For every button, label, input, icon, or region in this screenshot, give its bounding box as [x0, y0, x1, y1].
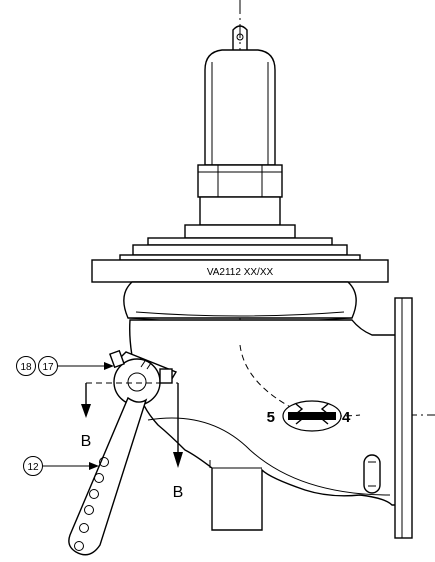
- section-marker-right: B: [173, 484, 184, 501]
- callout-18-label: 18: [20, 362, 32, 373]
- callout-18: 18: [16, 356, 36, 376]
- callout-17: 17: [38, 356, 58, 376]
- section-line-bb: [81, 382, 183, 468]
- logo-left-number: 5: [267, 409, 275, 426]
- nameplate-label: VA2112 XX/XX: [207, 267, 274, 278]
- actuator-housing: [204, 49, 276, 166]
- outlet-flange: [394, 297, 413, 539]
- bonnet-neck: [184, 196, 296, 239]
- logo-badge: KNAPPCO 5 4: [267, 400, 351, 432]
- logo-band: [288, 412, 336, 420]
- logo-right-number: 4: [342, 409, 351, 426]
- callout-17-leader: [58, 362, 114, 370]
- callout-12-leader: [43, 462, 99, 470]
- logo-brand-text: KNAPPCO: [294, 414, 330, 421]
- callout-12-label: 12: [27, 462, 39, 473]
- upper-flange: [119, 237, 361, 261]
- handle-lever: [68, 396, 148, 556]
- hex-nut: [197, 164, 283, 198]
- upper-body: [123, 281, 357, 323]
- callout-12: 12: [23, 456, 43, 476]
- lifting-eye: [232, 25, 248, 50]
- section-marker-left: B: [81, 433, 92, 450]
- callout-17-label: 17: [42, 362, 54, 373]
